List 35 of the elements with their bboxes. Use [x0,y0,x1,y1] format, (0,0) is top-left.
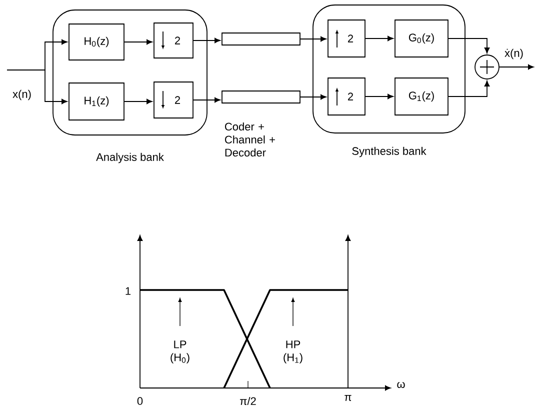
arrow [365,36,394,42]
node-label: Analysis bank [96,152,164,164]
text-label: ω [397,382,405,388]
sampler-box: 2 [154,22,194,58]
filter-box: G$_{1}$(z) [394,78,448,116]
arrow [300,36,326,42]
arrow [193,38,220,44]
text-label: 0 [137,397,143,405]
text-label: LP (H$_{0}$) [170,340,190,364]
sampler-box: 2 [328,20,366,58]
sampler-box: 2 [328,78,366,116]
arrow [124,98,152,104]
channel-box [222,32,300,46]
text-label: 1 [126,287,131,295]
channel-box [222,90,300,104]
filter-box: H$_{1}$(z) [68,82,124,120]
sampler-box: 2 [154,82,194,118]
arrow [448,38,490,54]
edge-label: ẋ(n) [504,48,523,60]
arrow [499,64,534,70]
text-label: x(n) [12,90,31,100]
filter-box: G$_{0}$(z) [394,20,448,58]
adder-circle [474,54,500,80]
text-label: Coder + Channel + Decoder [225,122,275,157]
arrow [124,39,152,45]
node-label: Synthesis bank [352,146,426,158]
text-label: π [344,395,352,401]
arrow [448,80,490,97]
text-label: π/2 [240,396,256,406]
arrow [365,94,394,100]
arrow [300,94,326,100]
arrow [6,70,68,104]
text-label: HP (H$_{1}$) [284,340,302,364]
arrow [193,97,220,103]
filter-box: H$_{0}$(z) [68,24,124,60]
